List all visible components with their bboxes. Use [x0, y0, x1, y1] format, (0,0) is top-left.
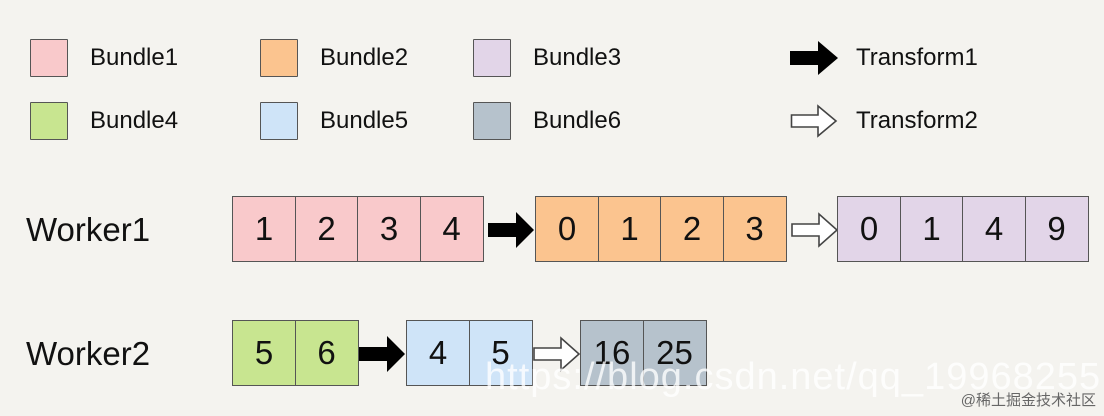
- legend-bundle1: Bundle1: [30, 39, 178, 77]
- cell-value: 3: [357, 196, 421, 262]
- transform1-arrow-icon: [359, 336, 405, 372]
- worker2-label: Worker2: [26, 335, 151, 372]
- cell-value: 5: [232, 320, 296, 386]
- transform2-label: Transform2: [856, 107, 978, 134]
- bundle2-swatch: [260, 39, 298, 77]
- legend-bundle6: Bundle6: [473, 102, 621, 140]
- cell-value: 0: [535, 196, 599, 262]
- cell-value: 4: [406, 320, 470, 386]
- legend-bundle3: Bundle3: [473, 39, 621, 77]
- legend-bundle5: Bundle5: [260, 102, 408, 140]
- transform1-label: Transform1: [856, 44, 978, 71]
- legend-bundle2: Bundle2: [260, 39, 408, 77]
- bundle4-swatch: [30, 102, 68, 140]
- cell-value: 2: [660, 196, 724, 262]
- cell-value: 1: [597, 196, 662, 262]
- transform2-arrow-icon: [791, 212, 839, 248]
- cell-value: 4: [419, 196, 484, 262]
- cell-value: 2: [294, 196, 359, 262]
- bundle5-label: Bundle5: [320, 107, 409, 134]
- bundle3-label: Bundle3: [533, 44, 622, 71]
- legend-transform1: Transform1: [790, 41, 978, 75]
- bundle2-label: Bundle2: [320, 44, 409, 71]
- solid-arrow-icon: [790, 41, 838, 75]
- cell-value: 4: [962, 196, 1026, 262]
- hollow-arrow-icon: [790, 104, 838, 138]
- transform1-arrow-icon: [488, 212, 534, 248]
- cell-value: 1: [899, 196, 964, 262]
- transform2-arrow-icon: [533, 336, 581, 372]
- bundle5-swatch: [260, 102, 298, 140]
- credit-text: @稀土掘金技术社区: [960, 392, 1096, 409]
- worker1-label: Worker1: [26, 211, 151, 248]
- bundle6-swatch: [473, 102, 511, 140]
- cell-value: 9: [1024, 196, 1089, 262]
- bundle1-label: Bundle1: [90, 44, 179, 71]
- watermark-url: https://blog.csdn.net/qq_19968255: [485, 356, 1102, 398]
- legend-bundle4: Bundle4: [30, 102, 178, 140]
- cell-value: 1: [232, 196, 296, 262]
- bundle1-swatch: [30, 39, 68, 77]
- cell-value: 25: [642, 320, 707, 386]
- cell-value: 5: [468, 320, 533, 386]
- bundle4-label: Bundle4: [90, 107, 179, 134]
- cell-value: 0: [837, 196, 901, 262]
- legend-transform2: Transform2: [790, 104, 978, 138]
- bundle3-swatch: [473, 39, 511, 77]
- bundle6-label: Bundle6: [533, 107, 622, 134]
- cell-value: 6: [294, 320, 359, 386]
- cell-value: 3: [722, 196, 787, 262]
